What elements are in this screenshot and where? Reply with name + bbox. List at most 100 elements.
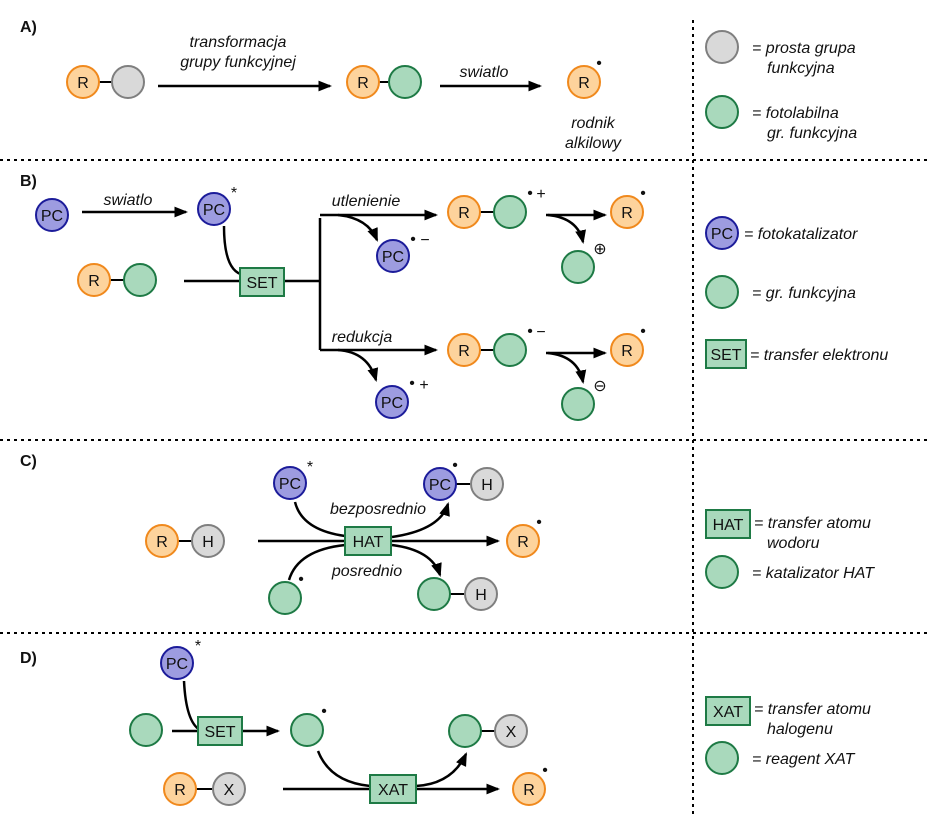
legend-photolabile-group-icon (705, 95, 739, 129)
pc-label: PC (41, 208, 63, 225)
excited-photocatalyst-circle (197, 192, 231, 226)
c-indirect-in-curve (287, 543, 346, 581)
r-label: R (621, 343, 633, 360)
a-product-line2: alkilowy (565, 135, 622, 152)
alkyl-radical-circle (512, 772, 546, 806)
legend-b3: = transfer elektronu (750, 347, 888, 364)
r-label: R (174, 782, 186, 799)
set-label: SET (246, 275, 277, 292)
xat-label: XAT (713, 704, 743, 721)
r-group-circle (447, 195, 481, 229)
radical-dot: • (452, 457, 458, 474)
leaving-anion-circle (561, 387, 595, 421)
radical-dot: • (321, 703, 327, 720)
h-label: H (202, 534, 214, 551)
radical-dot: • (596, 55, 602, 72)
functional-group-circle (123, 263, 157, 297)
hat-label: HAT (353, 534, 384, 551)
b-reduction-pc-arrow (337, 348, 379, 382)
b-oxidation-pc-arrow (337, 213, 379, 242)
legend-photocatalyst-icon (705, 216, 739, 250)
pc-h-circle (423, 467, 457, 501)
oplus-sign: ⊕ (593, 241, 606, 258)
legend-a1-line2: funkcyjna (767, 60, 835, 77)
legend-c2: = katalizator HAT (752, 565, 875, 582)
radical-cation-group-circle (493, 195, 527, 229)
hat-catalyst-circle (417, 577, 451, 611)
xat-box (369, 774, 417, 804)
radical-dot: • (298, 571, 304, 588)
r-group-circle (163, 772, 197, 806)
d-xat-in-curve (316, 750, 371, 788)
r-group-circle (77, 263, 111, 297)
radical-dot: • (410, 231, 416, 248)
h-label: H (481, 477, 493, 494)
legend-xat-reagent-icon (705, 741, 739, 775)
section-d-label: D) (20, 650, 37, 667)
alkyl-radical-circle (610, 333, 644, 367)
r-label: R (578, 75, 590, 92)
legend-c1-line1: = transfer atomu (754, 515, 871, 532)
section-a-label: A) (20, 19, 37, 36)
a-step1-line1: transformacja (190, 34, 287, 51)
legend-d1-line2: halogenu (767, 721, 833, 738)
section-d: D) PC * SET • R X XAT X R • (20, 638, 548, 806)
legend-b1: = fotokatalizator (744, 226, 858, 243)
a-step2-label: swiatlo (460, 64, 509, 81)
r-label: R (88, 273, 100, 290)
d-xat-out-arrow (415, 752, 468, 788)
r-label: R (156, 534, 168, 551)
excited-star: * (195, 638, 201, 655)
c-indirect-out-arrow (391, 543, 442, 577)
section-c-label: C) (20, 453, 37, 470)
excited-photocatalyst-circle (273, 466, 307, 500)
radical-dot: • (640, 323, 646, 340)
r-label: R (517, 534, 529, 551)
r-label: R (458, 205, 470, 222)
r-label: R (357, 75, 369, 92)
set-box (239, 267, 285, 297)
pc-label: PC (382, 249, 404, 266)
pc-anion-circle (376, 239, 410, 273)
alkyl-radical-circle (610, 195, 644, 229)
c-direct-in-curve (293, 501, 346, 538)
hat-catalyst-radical-circle (268, 581, 302, 615)
pc-label: PC (279, 476, 301, 493)
legend-set-box (705, 339, 747, 369)
a-product-line1: rodnik (571, 115, 616, 132)
legend-a2-line2: gr. funkcyjna (767, 125, 857, 142)
anion-sign: − (420, 232, 429, 249)
excited-star: * (231, 185, 237, 202)
hydrogen-circle (191, 524, 225, 558)
legend: = prosta grupa funkcyjna = fotolabilna g… (705, 30, 888, 775)
xat-reagent-radical-circle (290, 713, 324, 747)
b-oxidation-label: utlenienie (332, 193, 401, 210)
legend-xat-box (705, 696, 751, 726)
leaving-cation-circle (561, 250, 595, 284)
h-label: H (475, 587, 487, 604)
a-step1-line2: grupy funkcyjnej (180, 54, 296, 71)
legend-b2: = gr. funkcyjna (752, 285, 856, 302)
halogen-circle (494, 714, 528, 748)
legend-hat-catalyst-icon (705, 555, 739, 589)
halogen-circle (212, 772, 246, 806)
pc-label: PC (166, 656, 188, 673)
section-b-label: B) (20, 173, 37, 190)
r-label: R (621, 205, 633, 222)
radical-dot: • (542, 762, 548, 779)
pc-label: PC (203, 202, 225, 219)
pc-label: PC (381, 395, 403, 412)
xat-reagent-circle (448, 714, 482, 748)
hydrogen-circle (464, 577, 498, 611)
ominus-sign: ⊖ (593, 378, 606, 395)
r-label: R (77, 75, 89, 92)
pc-label: PC (429, 477, 451, 494)
radical-dot: • (640, 185, 646, 202)
photolabile-group-circle (388, 65, 422, 99)
pc-label: PC (711, 226, 733, 243)
b-reduction-label: redukcja (332, 329, 393, 346)
radical-dot: • (536, 514, 542, 531)
radical-dot: • (409, 375, 415, 392)
r-group-circle (447, 333, 481, 367)
